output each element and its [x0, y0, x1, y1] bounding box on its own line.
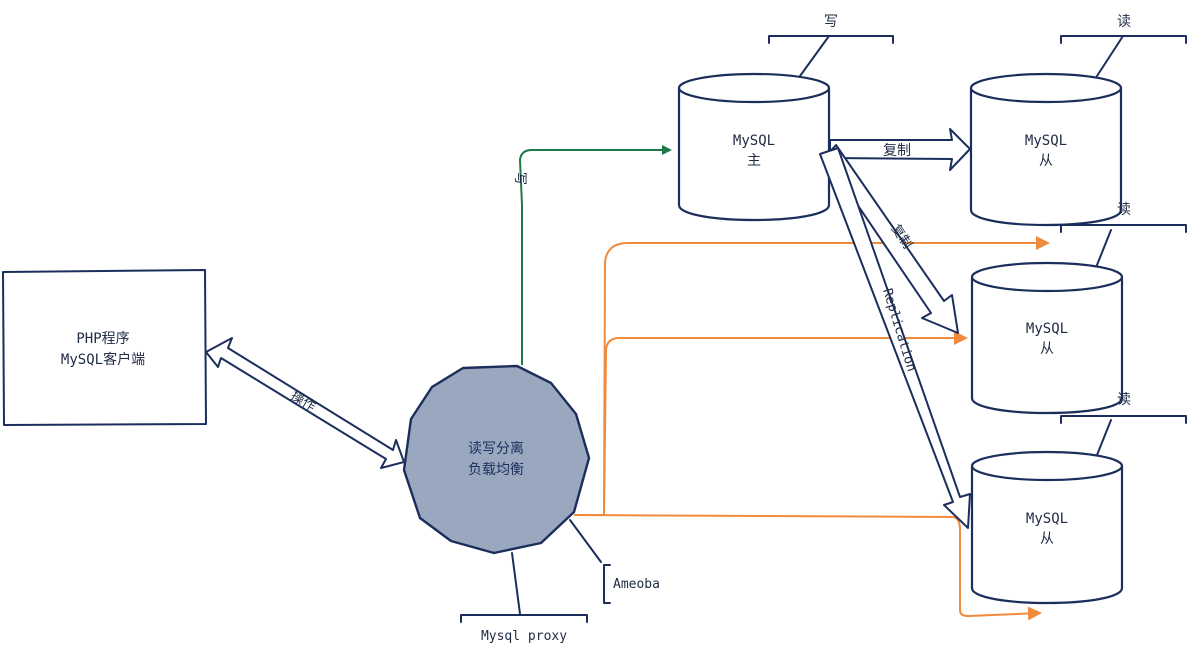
slave-2-label-line1: MySQL: [1026, 321, 1068, 337]
slave-db-cylinder-3: MySQL 从: [970, 450, 1124, 605]
slave-1-label-line1: MySQL: [1025, 133, 1067, 149]
client-label-line2: MySQL客户端: [61, 351, 145, 368]
ameoba-label: Ameoba: [613, 577, 660, 592]
ameoba-callout: Ameoba: [569, 519, 660, 604]
master-role-label: 写: [824, 14, 838, 30]
replicate-arrow-1: 复制: [829, 128, 971, 171]
slave-1-role-callout: 读: [1060, 13, 1187, 77]
slave-2-label-line2: 从: [1040, 341, 1054, 357]
master-db-cylinder: MySQL 主: [677, 72, 831, 222]
read-arrows: [573, 236, 1050, 621]
write-arrow-label: 写: [512, 172, 527, 185]
slave-3-role-label: 读: [1117, 391, 1131, 408]
master-label-line1: MySQL: [733, 133, 775, 149]
mysql-proxy-callout: Mysql proxy: [460, 552, 588, 644]
proxy-label-line2: 负载均衡: [468, 462, 524, 478]
slave-3-role-callout: 读: [1060, 391, 1187, 456]
slave-2-role-callout: 读: [1060, 201, 1187, 266]
slave-1-role-label: 读: [1117, 13, 1131, 30]
replicate-arrow-1-label: 复制: [883, 142, 911, 159]
slave-3-label-line1: MySQL: [1026, 511, 1068, 527]
slave-1-label-line2: 从: [1039, 153, 1053, 169]
proxy-node: 读写分离 负载均衡: [402, 364, 591, 555]
master-label-line2: 主: [747, 153, 761, 169]
slave-db-cylinder-1: MySQL 从: [969, 72, 1123, 227]
proxy-label-line1: 读写分离: [468, 440, 524, 457]
slave-3-label-line2: 从: [1040, 531, 1054, 547]
master-role-callout: 写: [768, 14, 894, 77]
slave-2-role-label: 读: [1117, 201, 1131, 218]
write-arrow: 写: [512, 145, 672, 365]
operate-double-arrow: 操作: [205, 337, 405, 469]
slave-db-cylinder-2: MySQL 从: [970, 261, 1124, 415]
mysql-proxy-label: Mysql proxy: [481, 629, 567, 644]
php-client-box: PHP程序 MySQL客户端: [2, 269, 207, 426]
client-label-line1: PHP程序: [76, 331, 129, 347]
